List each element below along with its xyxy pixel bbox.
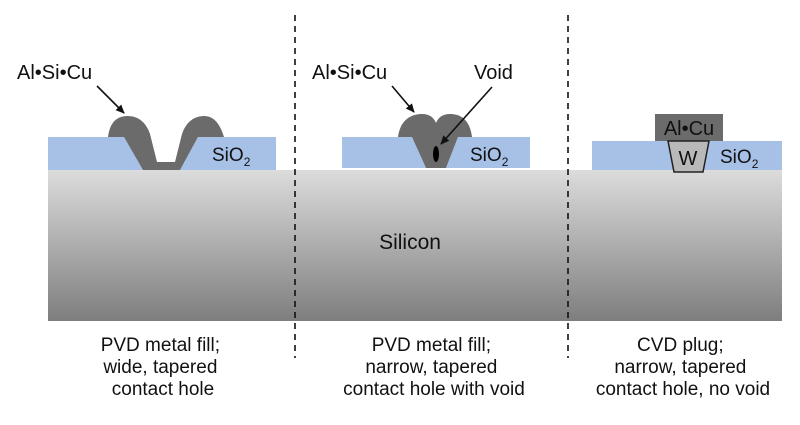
panel-wide-contact: Al•Si•Cu SiO2 [17,62,276,170]
metal-arrow [391,85,415,113]
oxide-label: SiO2 [212,145,251,169]
metal-arrow [96,85,125,114]
void [433,146,439,162]
oxide-label: SiO2 [720,147,759,171]
oxide-layer-right [180,137,276,170]
plug-label: W [679,148,698,170]
silicon-substrate [48,170,782,321]
oxide-layer-left [342,137,426,168]
metal-label: Al•Si•Cu [312,62,387,84]
panel-cvd-plug: Al•Cu W SiO2 [592,114,782,173]
metal-label: Al•Cu [664,118,714,140]
metal-cap [655,114,723,141]
oxide-label: SiO2 [470,145,509,169]
void-label: Void [474,62,513,84]
metal-label: Al•Si•Cu [17,62,92,84]
caption-panel-3: CVD plug; narrow, tapered contact hole, … [596,335,770,400]
oxide-layer-left [48,137,143,170]
metal-fill [398,114,472,168]
metal-fill [108,116,224,170]
caption-panel-1: PVD metal fill; wide, tapered contact ho… [101,335,226,400]
panel-narrow-contact-void: Al•Si•Cu Void SiO2 [312,62,530,169]
w-plug [667,140,710,173]
void-arrow [440,86,493,145]
oxide-layer-right [446,137,530,168]
substrate-label: Silicon [379,231,441,254]
caption-panel-2: PVD metal fill; narrow, tapered contact … [343,335,525,400]
